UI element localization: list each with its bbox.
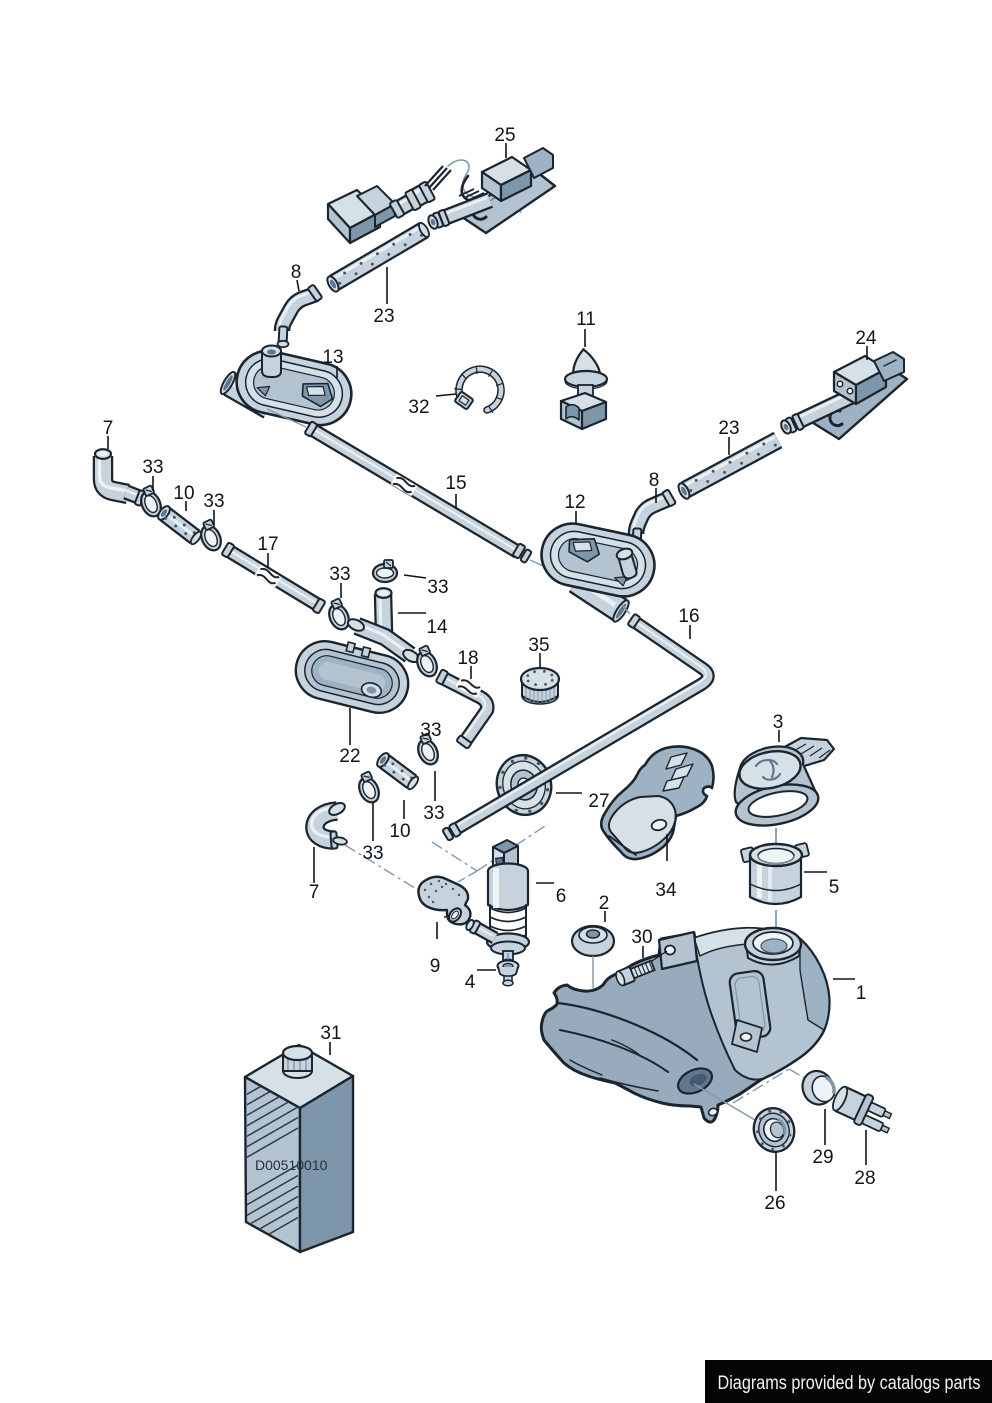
svg-text:12: 12	[564, 492, 585, 513]
svg-text:7: 7	[103, 418, 114, 439]
svg-text:6: 6	[556, 886, 567, 907]
svg-text:9: 9	[430, 956, 441, 977]
svg-text:14: 14	[426, 617, 448, 638]
svg-text:31: 31	[320, 1023, 341, 1044]
svg-text:33: 33	[329, 564, 350, 585]
svg-text:3: 3	[773, 712, 784, 733]
svg-text:33: 33	[362, 843, 383, 864]
svg-text:34: 34	[655, 880, 677, 901]
svg-text:D00510010: D00510010	[255, 1157, 328, 1173]
svg-text:22: 22	[339, 746, 360, 767]
svg-text:28: 28	[854, 1168, 875, 1189]
svg-text:2: 2	[599, 893, 610, 914]
svg-text:16: 16	[678, 606, 699, 627]
svg-text:13: 13	[322, 347, 343, 368]
svg-text:5: 5	[829, 877, 840, 898]
svg-text:33: 33	[427, 577, 448, 598]
svg-text:32: 32	[408, 397, 429, 418]
svg-text:33: 33	[423, 803, 444, 824]
svg-text:33: 33	[203, 491, 224, 512]
svg-text:29: 29	[812, 1147, 833, 1168]
svg-text:8: 8	[291, 262, 302, 283]
svg-text:10: 10	[389, 821, 410, 842]
svg-text:10: 10	[173, 483, 194, 504]
svg-text:18: 18	[457, 648, 478, 669]
svg-text:4: 4	[465, 972, 476, 993]
svg-text:24: 24	[855, 328, 877, 349]
svg-text:1: 1	[856, 983, 867, 1004]
svg-text:Diagrams provided by catalogs: Diagrams provided by catalogs parts	[718, 1373, 981, 1394]
svg-text:35: 35	[528, 635, 549, 656]
svg-text:17: 17	[257, 534, 278, 555]
svg-text:23: 23	[373, 306, 394, 327]
svg-text:8: 8	[649, 470, 660, 491]
svg-text:15: 15	[445, 473, 466, 494]
svg-text:30: 30	[631, 927, 652, 948]
svg-text:27: 27	[588, 791, 609, 812]
svg-text:7: 7	[309, 882, 320, 903]
svg-text:25: 25	[494, 125, 515, 146]
svg-text:26: 26	[764, 1193, 785, 1214]
svg-text:33: 33	[420, 720, 441, 741]
svg-text:33: 33	[142, 457, 163, 478]
svg-text:11: 11	[576, 309, 596, 330]
svg-text:23: 23	[718, 418, 739, 439]
